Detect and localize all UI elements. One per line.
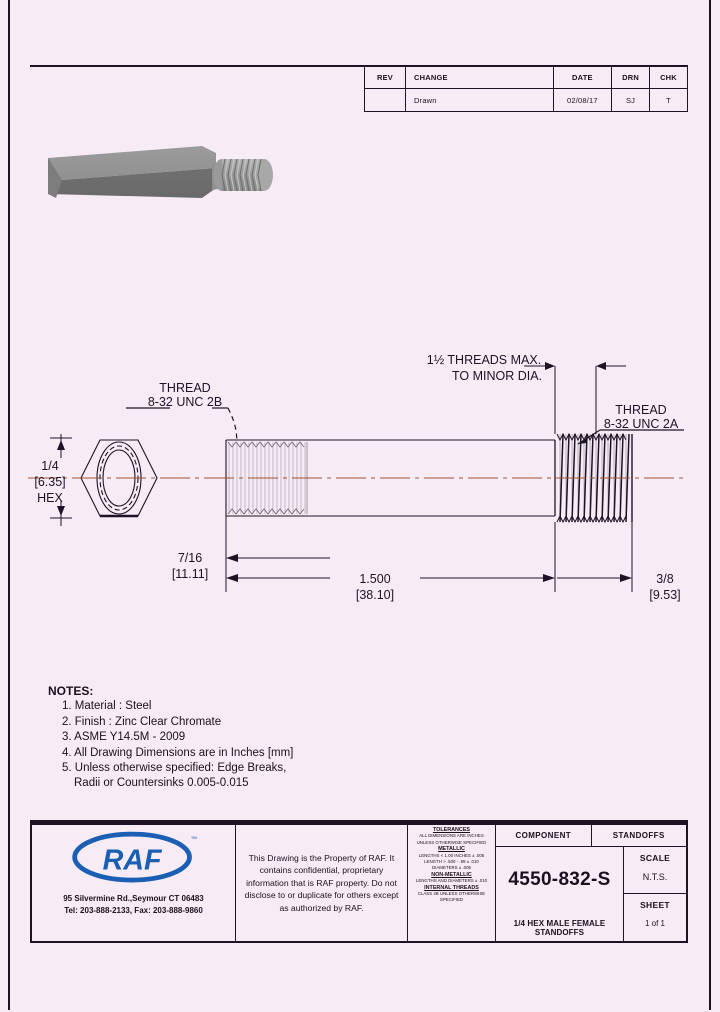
thread-dim-metric: [9.53] — [649, 588, 680, 602]
iso-thread-highlights — [224, 158, 259, 192]
title-block-logo-cell: RAF ™ 95 Silvermine Rd.,Seymour CT 06483… — [32, 825, 236, 941]
iso-body-top-face — [48, 146, 216, 180]
body-dim-metric: [38.10] — [356, 588, 394, 602]
raf-logo-text: RAF — [102, 845, 162, 877]
note-item: 4. All Drawing Dimensions are in Inches … — [62, 746, 294, 759]
revision-cell-drn: SJ — [611, 88, 650, 112]
tolerances-title: TOLERANCES — [432, 827, 471, 833]
body-dim-arrow-left — [226, 574, 238, 582]
company-address-line2: Tel: 203-888-2133, Fax: 203-888-9860 — [64, 906, 203, 915]
thread-dim-value: 3/8 — [656, 572, 673, 586]
tolerances-metallic-title: METALLIC — [438, 846, 465, 853]
tolerances-nonmetallic-title: NON-METALLIC — [431, 871, 472, 878]
revision-cell-change: Drawn — [405, 88, 554, 112]
note-item: 2. Finish : Zinc Clear Chromate — [62, 715, 222, 728]
thread-female-leader — [227, 407, 238, 441]
revision-header-date: DATE — [552, 65, 613, 89]
title-block-tolerances-cell: TOLERANCES ALL DIMENSIONS ARE INCHES UNL… — [408, 825, 496, 941]
body-dim-arrow-right — [543, 574, 555, 582]
threads-max-callout-line2: TO MINOR DIA. — [452, 369, 542, 383]
hex-dim-arrow-bottom — [57, 506, 65, 516]
sheet-value: 1 of 1 — [644, 919, 665, 928]
tolerances-threads-title: INTERNAL THREADS — [424, 884, 479, 891]
notes-block: NOTES: 1. Material : Steel 2. Finish : Z… — [48, 684, 388, 792]
revision-header-row: REV CHANGE DATE DRN CHK — [364, 65, 688, 89]
shoulder-dim-value: 7/16 — [178, 551, 202, 565]
scale-value: N.T.S. — [642, 872, 668, 882]
threads-max-arrow-left — [545, 362, 555, 370]
main-drawing: THREAD 8-32 UNC 2B THREAD 8-32 UNC 2A 1½… — [28, 353, 686, 602]
raf-logo-tm: ™ — [190, 836, 197, 843]
female-thread-crest-zigzag — [227, 441, 305, 515]
title-block: RAF ™ 95 Silvermine Rd.,Seymour CT 06483… — [30, 823, 688, 943]
scale-label: SCALE — [639, 853, 671, 863]
sheet-cell: SHEET 1 of 1 — [624, 894, 686, 941]
thread-male-callout-line2: 8-32 UNC 2A — [604, 417, 679, 431]
top-border-rule — [30, 65, 688, 67]
component-type: STANDOFFS — [612, 831, 665, 840]
part-number-cell: 4550-832-S 1/4 HEX MALE FEMALE STANDOFFS — [496, 847, 624, 941]
revision-row: Drawn 02/08/17 SJ T — [364, 88, 688, 112]
component-label: COMPONENT — [496, 825, 592, 846]
component-header-row: COMPONENT STANDOFFS — [496, 825, 686, 847]
thread-female-callout-line2: 8-32 UNC 2B — [148, 395, 222, 409]
tolerances-nonmetallic-line1: LENGTHS AND DIAMETERS ± .010 — [415, 878, 488, 884]
part-number: 4550-832-S — [508, 869, 611, 890]
revision-cell-date: 02/08/17 — [552, 88, 613, 112]
tolerances-metallic-line1: LENGTHS < 1.00 INCHES ± .005 — [418, 852, 485, 858]
shoulder-dim-arrow — [226, 554, 238, 562]
revision-header-chk: CHK — [649, 65, 688, 89]
notes-header: NOTES: — [48, 684, 94, 698]
title-block-part-cell: COMPONENT STANDOFFS 4550-832-S 1/4 HEX M… — [496, 825, 686, 941]
iso-body-left-face — [48, 158, 62, 198]
notes-list: 1. Material : Steel 2. Finish : Zinc Cle… — [48, 699, 388, 791]
disclaimer-text: This Drawing is the Property of RAF. It … — [244, 852, 399, 913]
raf-logo: RAF ™ — [71, 831, 197, 883]
scale-cell: SCALE N.T.S. — [624, 847, 686, 894]
tolerances-line1: ALL DIMENSIONS ARE INCHES — [419, 833, 484, 839]
thread-male-callout-line1: THREAD — [615, 403, 666, 417]
tolerances-threads-line1: CLASS 2B UNLESS OTHERWISE SPECIFIED — [417, 891, 486, 903]
revision-cell-chk: T — [649, 88, 688, 112]
note-item: 1. Material : Steel — [62, 700, 152, 713]
part-description: 1/4 HEX MALE FEMALE STANDOFFS — [513, 919, 606, 937]
title-block-top-rule — [30, 820, 688, 823]
revision-header-drn: DRN — [611, 65, 650, 89]
note-item-continued: Radii or Countersinks 0.005-0.015 — [74, 777, 249, 790]
title-block-disclaimer-cell: This Drawing is the Property of RAF. It … — [236, 825, 408, 941]
hex-dim-metric: [6.35] — [34, 475, 65, 489]
thread-dim-arrow — [620, 574, 632, 582]
hex-dim-arrow-top — [57, 440, 65, 450]
iso-body-front-face — [48, 168, 216, 198]
note-item: 5. Unless otherwise specified: Edge Brea… — [62, 762, 287, 775]
thread-female-callout-line1: THREAD — [159, 381, 210, 395]
shoulder-dim-metric: [11.11] — [172, 567, 208, 581]
tolerances-metallic-line2: LENGTH > .500 - .99 ± .010 — [424, 859, 479, 865]
sheet-label: SHEET — [640, 900, 670, 910]
raf-logo-ellipse — [71, 831, 192, 883]
tolerances-metallic-line3: DIAMETERS ± .005 — [431, 865, 471, 871]
revision-table: REV CHANGE DATE DRN CHK Drawn 02/08/17 S… — [364, 65, 688, 112]
hex-dim-value: 1/4 — [41, 459, 58, 473]
isometric-standoff-render — [48, 146, 273, 198]
iso-thread-grooves — [221, 158, 262, 192]
hex-dim-note: HEX — [37, 491, 63, 505]
note-item: 3. ASME Y14.5M - 2009 — [62, 731, 186, 744]
male-thread-crest-zigzag — [556, 432, 627, 524]
company-address-line1: 95 Silvermine Rd.,Seymour CT 06483 — [63, 894, 204, 903]
threads-max-arrow-right — [596, 362, 606, 370]
revision-header-rev: REV — [364, 65, 406, 89]
thread-male-leader-arrow — [578, 437, 588, 444]
drawing-sheet-frame — [8, 0, 711, 1010]
threads-max-callout-line1: 1½ THREADS MAX. — [427, 353, 541, 367]
body-dim-value: 1.500 — [359, 572, 390, 586]
revision-header-change: CHANGE — [405, 65, 554, 89]
tolerances-line2: UNLESS OTHERWISE SPECIFIED — [416, 839, 487, 845]
revision-cell-rev — [364, 88, 406, 112]
